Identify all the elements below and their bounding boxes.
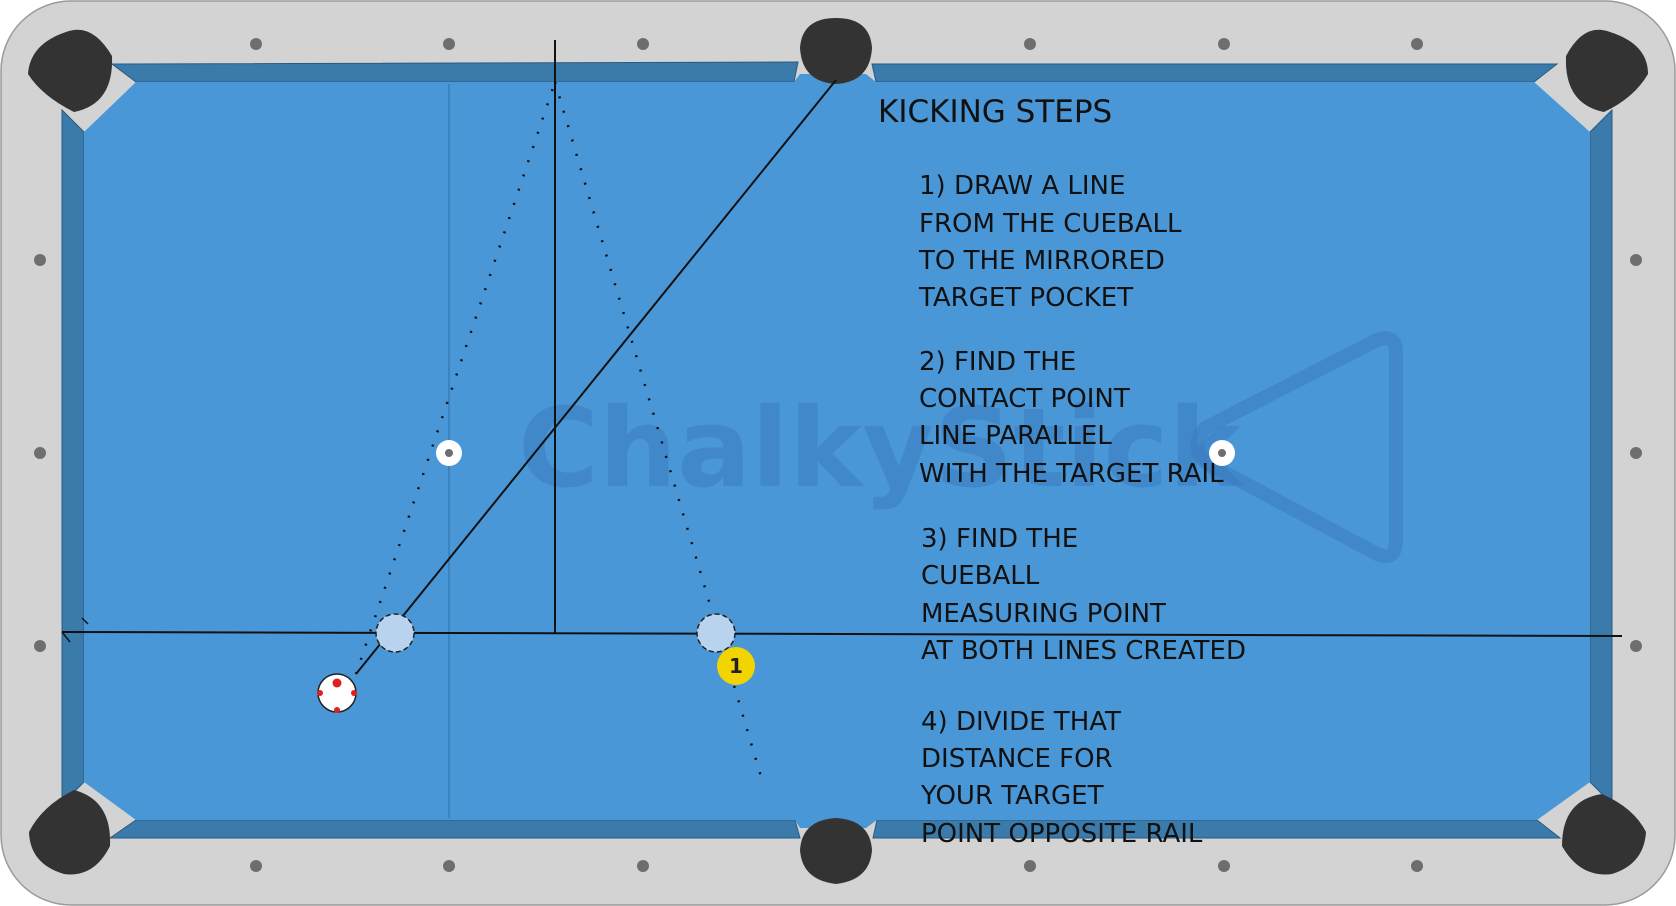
diamond-bottom-3 xyxy=(637,860,649,872)
table-cloth xyxy=(84,74,1590,828)
diamond-top-3 xyxy=(637,38,649,50)
cushion-top-left xyxy=(110,61,799,83)
foot-spot-center xyxy=(1218,449,1226,457)
diamond-top-2 xyxy=(443,38,455,50)
step-3-line-3: MEASURING POINT xyxy=(921,599,1166,629)
diamond-left-1 xyxy=(34,254,46,266)
step-1-line-1: 1) DRAW A LINE xyxy=(919,171,1125,201)
step-2-line-1: 2) FIND THE xyxy=(919,347,1076,377)
cue-ball-dot-bottom xyxy=(334,707,340,713)
cue-ball-dot-left xyxy=(317,690,323,696)
ghost-ball-left xyxy=(375,613,415,653)
kicking-steps-title: KICKING STEPS xyxy=(878,94,1112,130)
step-4-line-1: 4) DIVIDE THAT xyxy=(921,707,1121,737)
diamond-right-1 xyxy=(1630,254,1642,266)
dotted-line-right xyxy=(553,81,764,781)
watermark-text: ChalkyStick xyxy=(518,384,1245,512)
diamond-right-2 xyxy=(1630,447,1642,459)
pocket-bottom-right xyxy=(1562,794,1646,875)
diamond-bottom-6 xyxy=(1411,860,1423,872)
pocket-bottom-middle xyxy=(800,818,872,884)
contact-point-parallel-line xyxy=(61,631,1623,637)
object-ball-number: 1 xyxy=(729,654,743,678)
diamond-bottom-5 xyxy=(1218,860,1230,872)
foot-spot xyxy=(1209,440,1235,466)
rail-diamonds xyxy=(34,38,1642,872)
cushion-bottom-left xyxy=(108,819,801,839)
step-2-line-2: CONTACT POINT xyxy=(919,384,1130,414)
pocket-top-middle xyxy=(800,18,872,84)
step-2-line-3: LINE PARALLEL xyxy=(919,421,1112,451)
cushion-right xyxy=(1589,108,1613,806)
head-spot-center xyxy=(445,449,453,457)
step-3-line-2: CUEBALL xyxy=(921,561,1040,591)
ghost-ball-right xyxy=(696,613,736,653)
triangle-logo xyxy=(1190,331,1403,564)
step-1-line-2: FROM THE CUEBALL xyxy=(919,209,1182,239)
object-ball-1: 1 xyxy=(717,647,755,685)
cue-ball-dot-top xyxy=(332,678,342,688)
step-3-line-4: AT BOTH LINES CREATED xyxy=(921,636,1246,666)
pocket-bottom-left xyxy=(29,790,111,875)
cue-ball-dot-right xyxy=(351,690,357,696)
diamond-top-1 xyxy=(250,38,262,50)
diamond-top-5 xyxy=(1218,38,1230,50)
step-2-line-4: WITH THE TARGET RAIL xyxy=(919,459,1224,489)
cueball-to-mirrored-pocket-line xyxy=(355,79,837,675)
step-4-line-3: YOUR TARGET xyxy=(920,781,1104,811)
step-3: 3) FIND THE CUEBALL MEASURING POINT AT B… xyxy=(921,524,1246,666)
diamond-left-3 xyxy=(34,640,46,652)
step-4-line-2: DISTANCE FOR xyxy=(921,744,1113,774)
step-1: 1) DRAW A LINE FROM THE CUEBALL TO THE M… xyxy=(918,171,1182,313)
cushion-left xyxy=(61,108,85,806)
pocket-top-left xyxy=(28,29,113,112)
step-3-line-1: 3) FIND THE xyxy=(921,524,1078,554)
diamond-top-6 xyxy=(1411,38,1423,50)
cue-ball xyxy=(317,673,357,713)
diamond-bottom-1 xyxy=(250,860,262,872)
step-1-line-3: TO THE MIRRORED xyxy=(918,246,1165,276)
step-2: 2) FIND THE CONTACT POINT LINE PARALLEL … xyxy=(919,347,1224,489)
object-ball-body xyxy=(717,647,755,685)
diamond-bottom-4 xyxy=(1024,860,1036,872)
diamond-bottom-2 xyxy=(443,860,455,872)
diamond-left-2 xyxy=(34,447,46,459)
diamond-right-3 xyxy=(1630,640,1642,652)
head-spot xyxy=(436,440,462,466)
diamond-top-4 xyxy=(1024,38,1036,50)
cushion-top-right xyxy=(871,63,1559,83)
step-4: 4) DIVIDE THAT DISTANCE FOR YOUR TARGET … xyxy=(920,707,1203,849)
step-1-line-4: TARGET POCKET xyxy=(918,283,1133,313)
pocket-top-right xyxy=(1565,29,1648,113)
line-left-arrow-tick xyxy=(61,617,89,643)
step-4-line-4: POINT OPPOSITE RAIL xyxy=(921,819,1203,849)
